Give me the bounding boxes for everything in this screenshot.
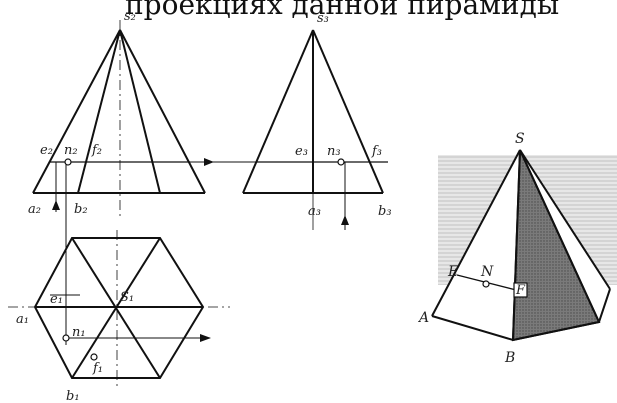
label-e1: e₁ [50, 292, 63, 307]
label-a2: a₂ [28, 202, 41, 217]
label-E: E [447, 264, 458, 280]
label-s3: s₃ [317, 11, 329, 26]
axonometric-view [431, 149, 617, 342]
label-e2: e₂ [40, 143, 53, 158]
label-F: F [515, 283, 526, 298]
label-b1: b₁ [66, 389, 80, 403]
label-f1: f₁ [92, 361, 103, 376]
label-N: N [480, 264, 494, 280]
caption: проекциях данной пирамиды [125, 0, 559, 21]
top-view [8, 230, 230, 390]
label-n1: n₁ [72, 325, 86, 340]
arrow-head-right [200, 334, 211, 342]
label-a1: a₁ [16, 312, 29, 327]
label-b2: b₂ [74, 202, 88, 217]
label-n3: n₃ [327, 144, 341, 159]
side-view [242, 29, 388, 230]
label-e3: e₃ [295, 144, 308, 159]
arrow-head-up-side [341, 215, 349, 225]
label-s2: s₂ [124, 9, 136, 24]
label-a3: a₃ [308, 204, 321, 219]
label-S: S [515, 131, 525, 147]
label-n2: n₂ [64, 143, 78, 158]
label-b3: b₃ [378, 204, 392, 219]
label-A: A [417, 310, 429, 326]
arrow-head-up [52, 200, 60, 210]
label-B: B [504, 350, 515, 366]
label-f2: f₂ [91, 143, 102, 158]
label-f3: f₃ [371, 144, 382, 159]
label-s1: S₁ [120, 290, 134, 305]
front-view [32, 20, 206, 300]
